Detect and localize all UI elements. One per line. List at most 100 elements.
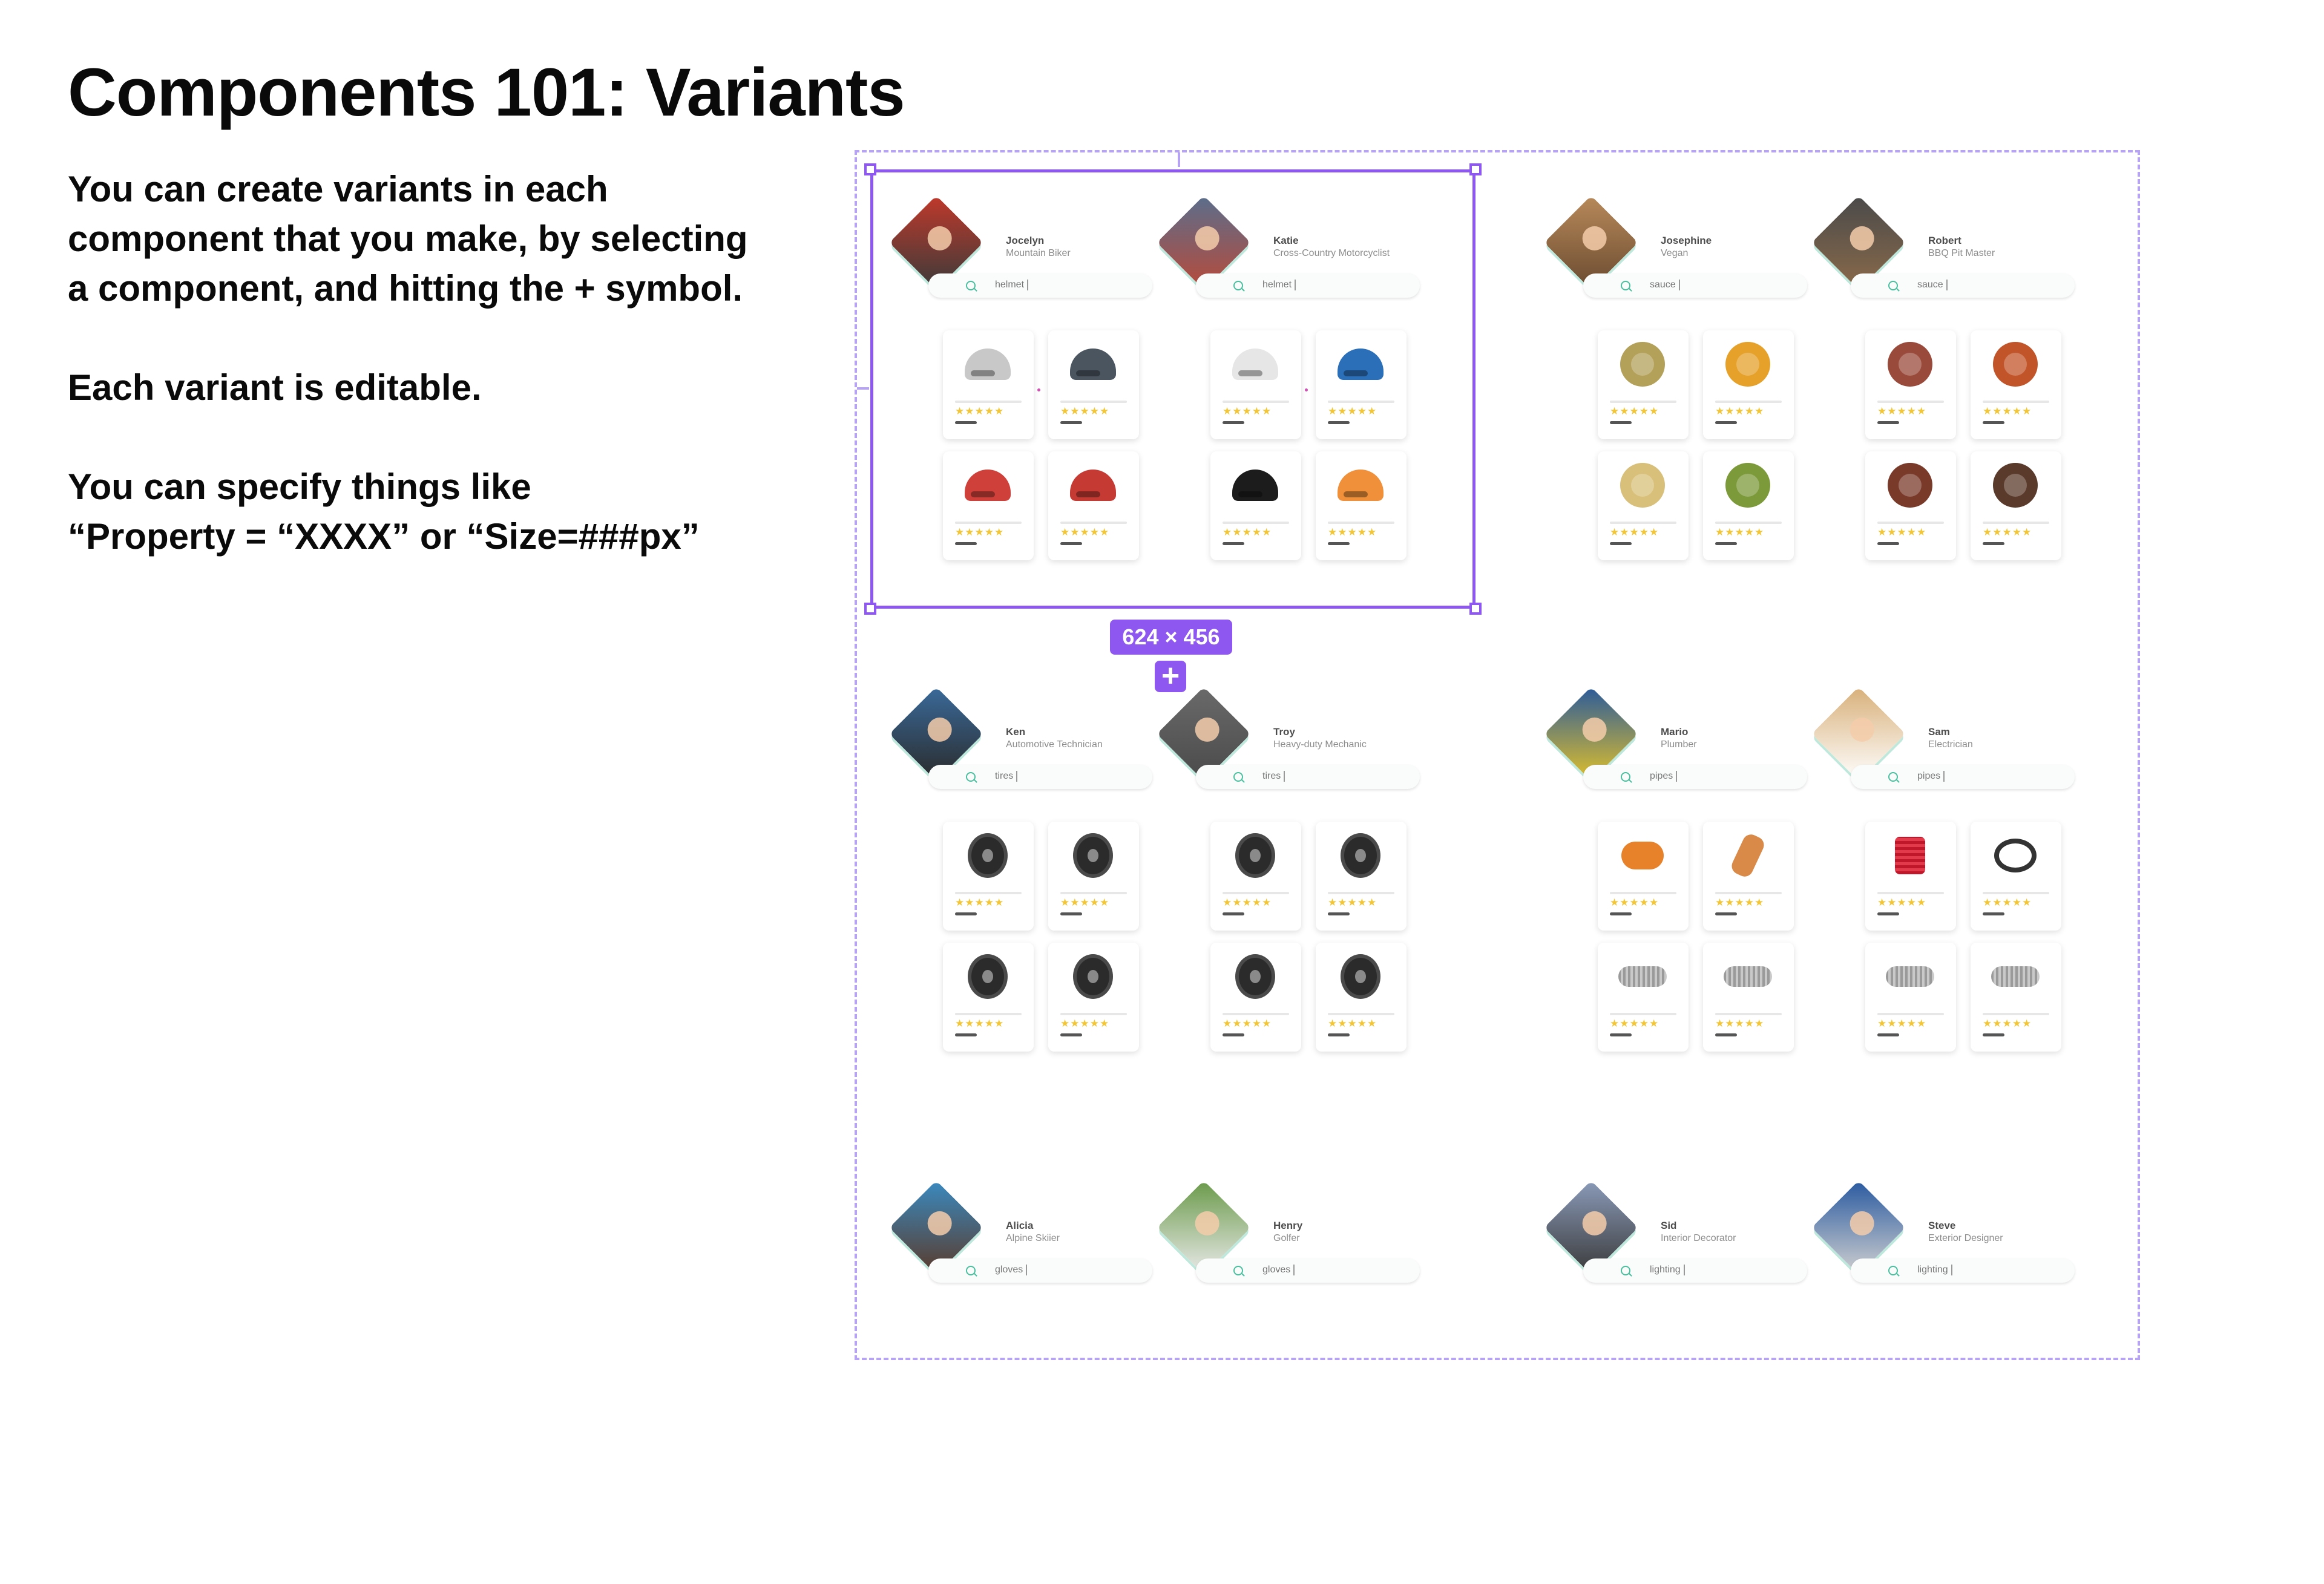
product-tile[interactable]: ★★★★★ [1316,451,1407,560]
search-input[interactable]: pipes [1583,765,1807,789]
tire-image [1341,954,1380,999]
search-icon [966,281,976,290]
product-tile[interactable]: ★★★★★ [1971,330,2061,439]
search-input[interactable]: pipes [1851,765,2075,789]
search-query: helmet [995,280,1029,290]
rating-stars: ★★★★★ [955,526,1005,538]
search-input[interactable]: helmet [928,273,1152,298]
food-image [1620,463,1665,508]
rating-stars: ★★★★★ [1715,1018,1765,1029]
product-tile[interactable]: ★★★★★ [1865,330,1956,439]
product-tile[interactable]: ★★★★★ [1210,451,1301,560]
product-tile[interactable]: ★★★★★ [1703,943,1794,1052]
profile-name: Sid [1661,1220,1677,1231]
product-tile[interactable]: ★★★★★ [1703,451,1794,560]
rating-stars: ★★★★★ [1610,405,1659,417]
profile-name: Sam [1928,726,1950,738]
selected-variant-box[interactable] [870,169,1475,609]
search-query: helmet [1262,280,1296,290]
search-input[interactable]: gloves [928,1258,1152,1283]
profile-name: Jocelyn [1006,235,1045,246]
product-tile[interactable]: ★★★★★ [1865,943,1956,1052]
profile-name: Josephine [1661,235,1712,246]
product-tile[interactable]: ★★★★★ [1971,451,2061,560]
rating-stars: ★★★★★ [1223,526,1272,538]
rating-stars: ★★★★★ [1223,405,1272,417]
product-tile[interactable]: ★★★★★ [1048,822,1139,931]
description-line: a component, and hitting the + symbol. [68,268,743,309]
description-line: You can create variants in each [68,169,608,209]
search-input[interactable]: helmet [1196,273,1420,298]
search-icon [1888,281,1898,290]
profile-role: Heavy-duty Mechanic [1273,739,1367,750]
rating-stars: ★★★★★ [1715,405,1765,417]
product-tile[interactable]: ★★★★★ [1703,330,1794,439]
search-icon [966,1266,976,1275]
search-input[interactable]: lighting [1851,1258,2075,1283]
tire-image [968,954,1008,999]
product-tile[interactable]: ★★★★★ [1048,330,1139,439]
search-input[interactable]: lighting [1583,1258,1807,1283]
search-input[interactable]: tires [1196,765,1420,789]
resize-handle-bottom-right[interactable] [1469,603,1482,615]
search-input[interactable]: sauce [1851,273,2075,298]
rating-stars: ★★★★★ [1328,405,1377,417]
product-tile[interactable]: ★★★★★ [1316,822,1407,931]
search-input[interactable]: tires [928,765,1152,789]
food-image [1888,463,1932,508]
resize-handle-top-right[interactable] [1469,163,1482,175]
search-input[interactable]: gloves [1196,1258,1420,1283]
profile-role: Alpine Skiier [1006,1233,1060,1243]
profile-role: Cross-Country Motorcyclist [1273,248,1390,258]
resize-handle-bottom-left[interactable] [864,603,876,615]
product-tile[interactable]: ★★★★★ [1598,822,1689,931]
product-tile[interactable]: ★★★★★ [1598,451,1689,560]
product-tile[interactable]: ★★★★★ [943,822,1034,931]
rating-stars: ★★★★★ [1223,1018,1272,1029]
rating-stars: ★★★★★ [1610,897,1659,908]
tire-image [1341,833,1380,878]
product-tile[interactable]: ★★★★★ [943,330,1034,439]
rating-stars: ★★★★★ [1060,897,1110,908]
product-tile[interactable]: ★★★★★ [1971,943,2061,1052]
product-tile[interactable]: ★★★★★ [1865,822,1956,931]
product-tile[interactable]: ★★★★★ [1598,330,1689,439]
rating-stars: ★★★★★ [1060,405,1110,417]
product-tile[interactable]: ★★★★★ [1865,451,1956,560]
product-tile[interactable]: ★★★★★ [1210,822,1301,931]
pipe-image [1991,966,2040,987]
profile-role: Golfer [1273,1233,1300,1243]
resize-handle-top-left[interactable] [864,163,876,175]
product-tile[interactable]: ★★★★★ [1971,822,2061,931]
product-tile[interactable]: ★★★★★ [943,451,1034,560]
product-tile[interactable]: ★★★★★ [943,943,1034,1052]
add-variant-button[interactable]: + [1155,660,1186,692]
product-tile[interactable]: ★★★★★ [1210,943,1301,1052]
search-input[interactable]: sauce [1583,273,1807,298]
profile-role: Automotive Technician [1006,739,1103,750]
product-tile[interactable]: ★★★★★ [1316,943,1407,1052]
search-icon [1621,281,1630,290]
product-tile[interactable]: ★★★★★ [1598,943,1689,1052]
search-query: sauce [1650,280,1680,290]
rating-stars: ★★★★★ [1877,897,1927,908]
product-tile[interactable]: ★★★★★ [1210,330,1301,439]
product-tile[interactable]: ★★★★★ [1316,330,1407,439]
product-tile[interactable]: ★★★★★ [1048,943,1139,1052]
product-tile[interactable]: ★★★★★ [1703,822,1794,931]
description-line: Each variant is editable. [68,367,482,408]
product-tile[interactable]: ★★★★★ [1048,451,1139,560]
profile-name: Mario [1661,726,1689,738]
